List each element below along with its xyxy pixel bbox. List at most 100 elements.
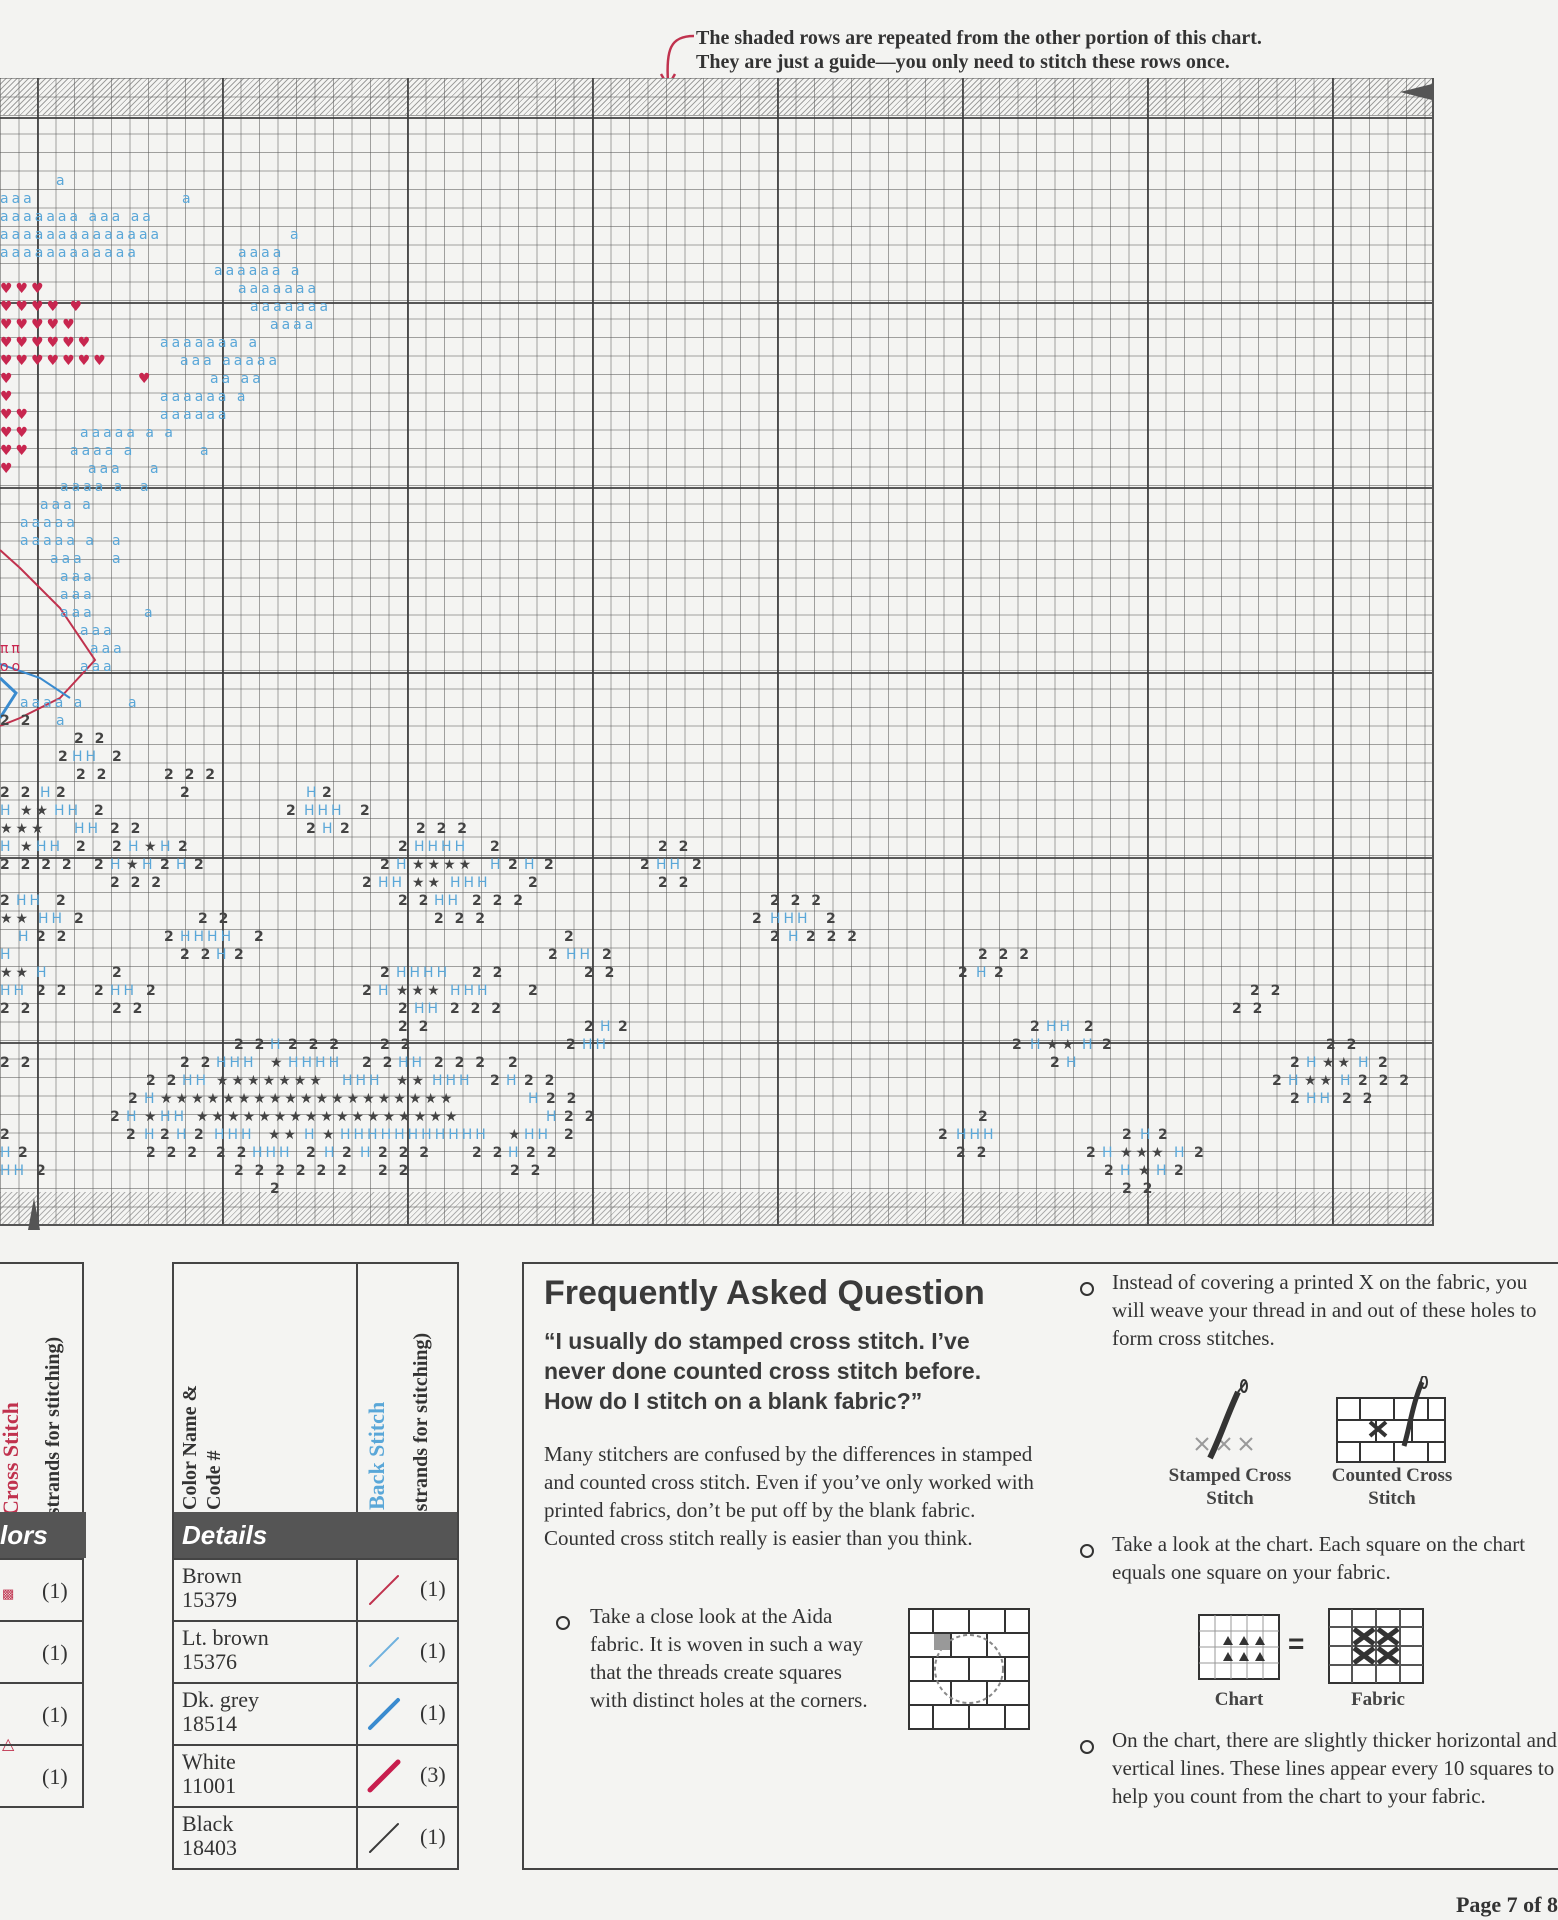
chart-symbol-group: 2 (56, 785, 69, 801)
chart-symbol-group: 2 2 (0, 1055, 34, 1071)
chart-symbol-group: 2 2 2 (146, 1145, 200, 1161)
chart-symbol-group: aaaaaa a (160, 389, 249, 405)
chart-symbol-group: HH (38, 911, 66, 927)
chart-symbol-group: 2 (146, 983, 159, 999)
chart-symbol-group: 2 (826, 911, 839, 927)
chart-symbol-group: HH (1306, 1091, 1334, 1107)
chart-symbol-group: H (1156, 1163, 1170, 1179)
color-code: 18514 (182, 1711, 237, 1736)
back-stitch-header: Back Stitch (364, 1401, 389, 1510)
chart-symbol-group: 2 (1012, 1037, 1025, 1053)
chart-symbol-group: aaaa (238, 245, 285, 261)
chart-symbol-group: 2 (1290, 1055, 1303, 1071)
chart-symbol-group: ★ (126, 857, 142, 873)
chart-symbol-group: 2 (254, 929, 267, 945)
chart-symbol-group: HH (16, 893, 44, 909)
chart-symbol-group: 2 2 (76, 767, 110, 783)
chart-symbol-group: H (788, 929, 802, 945)
chart-symbol-group: 2 2 (524, 1073, 558, 1089)
chart-symbol-group: 2 (160, 857, 173, 873)
stamped-stitch-illustration (1195, 1379, 1253, 1460)
chart-symbol-group: 2 (178, 839, 191, 855)
chart-symbol-group: H (216, 947, 230, 963)
chart-symbol-group: ★★ (1304, 1073, 1336, 1089)
chart-symbol-group: H (1102, 1145, 1116, 1161)
chart-symbol-group: 2 (1104, 1163, 1117, 1179)
chart-symbol-group: 2 (398, 839, 411, 855)
chart-symbol-group: HHH (342, 1073, 383, 1089)
chart-symbol-group: H (546, 1109, 560, 1125)
chart-symbol-group: 2 (380, 965, 393, 981)
pattern-symbol-icon: ▩ (2, 1586, 15, 1601)
chart-symbol-group: H (36, 965, 50, 981)
chart-symbol-group: aaa a (40, 497, 94, 513)
chart-symbol-group: 2 2 (1232, 1001, 1266, 1017)
chart-symbol-group: 2 (164, 929, 177, 945)
chart-symbol-group: 2 2 (198, 911, 232, 927)
chart-symbol-group: 2 2 (112, 1001, 146, 1017)
faq-question: “I usually do stamped cross stitch. I’ve… (544, 1328, 982, 1414)
chart-symbol-group: 2 2 (956, 1145, 990, 1161)
chart-symbol-group: HH (524, 1127, 552, 1143)
chart-symbol-group: ★★ (268, 1127, 300, 1143)
chart-symbol-group: ★★★★★★★★★★★★★★★★★ (196, 1109, 461, 1125)
chart-symbol-group: ★ (322, 1127, 338, 1143)
chart-symbol-group: ★★ (396, 1073, 428, 1089)
color-code: 15376 (182, 1649, 237, 1674)
chart-symbol-group: HH (0, 1163, 28, 1179)
chart-symbol-group: 2 2 (1250, 983, 1284, 999)
chart-symbol-group: 2 2 (658, 839, 692, 855)
chart-symbol-group: ★★ (412, 875, 444, 891)
chart-symbol-group: 2 2 (0, 785, 34, 801)
chart-symbol-group: a (112, 533, 124, 549)
back-stitch-line-icon (367, 1759, 401, 1793)
chart-symbol-group: aaa (60, 605, 95, 621)
strand-count: (1) (420, 1824, 446, 1849)
chart-symbol-group: 2 2 (564, 1109, 598, 1125)
note-line-2: They are just a guide—you only need to s… (696, 51, 1230, 73)
shaded-rows-note: The shaded rows are repeated from the ot… (696, 26, 1416, 74)
chart-symbol-group: HHH (216, 1055, 257, 1071)
chart-symbol-group: 2 (548, 947, 561, 963)
chart-symbol-group: HH (1046, 1019, 1074, 1035)
chart-symbol-group: H (142, 857, 156, 873)
color-name-label: Brown (182, 1563, 242, 1588)
chart-symbol-group: H (322, 821, 336, 837)
chart-symbol-group: H (0, 947, 14, 963)
chart-symbol-group: HHH (450, 875, 491, 891)
chart-symbol-group: H (18, 929, 32, 945)
chart-symbol-group: H (1082, 1037, 1096, 1053)
chart-symbol-group: HH (74, 821, 102, 837)
chart-symbol-group: a (112, 551, 124, 567)
chart-symbol-group: HHH (770, 911, 811, 927)
chart-symbol-group: 2 (94, 803, 107, 819)
details-band: Details (174, 1512, 457, 1558)
chart-symbol-group: HHHH (396, 965, 451, 981)
chart-symbol-group: ♥ (0, 461, 16, 477)
chart-symbol-group: aaa (60, 569, 95, 585)
chart-symbol-group: 2 2 (362, 1055, 396, 1071)
chart-symbol-group: H (506, 1073, 520, 1089)
chart-symbol-group: 2 2 2 2 2 2 (234, 1163, 350, 1179)
back-stitch-line-icon (369, 1823, 399, 1853)
chart-symbol-group: ★★ (0, 911, 32, 927)
chart-symbol-group: 2 (528, 875, 541, 891)
chart-symbol-group: 2 (340, 821, 353, 837)
chart-symbol-group: H (304, 1127, 318, 1143)
chart-symbol-group: ★★ (0, 965, 32, 981)
chart-symbol-group: 2 2 (526, 1145, 560, 1161)
chart-symbol-group: ♥♥♥♥♥ (0, 317, 78, 333)
chart-symbol-group: ★★★ (0, 821, 47, 837)
chart-symbol-group: ★ (144, 839, 160, 855)
chart-symbol-group: 2 2 (658, 875, 692, 891)
strands-header: (strands for stitching) (42, 1336, 64, 1522)
chart-symbol-group: a (182, 191, 194, 207)
chart-symbol-group: 2 (1050, 1055, 1063, 1071)
chart-symbol-group: 2 (640, 857, 653, 873)
chart-symbol-group: aaaaaa (160, 407, 230, 423)
chart-symbol-group: H (524, 857, 538, 873)
chart-symbol-group: 2 (1102, 1037, 1115, 1053)
chart-symbol-group: aaaaaa a (214, 263, 303, 279)
chart-symbol-group: ★★★★★★★★★★★★★★★★★★★ (160, 1091, 456, 1107)
